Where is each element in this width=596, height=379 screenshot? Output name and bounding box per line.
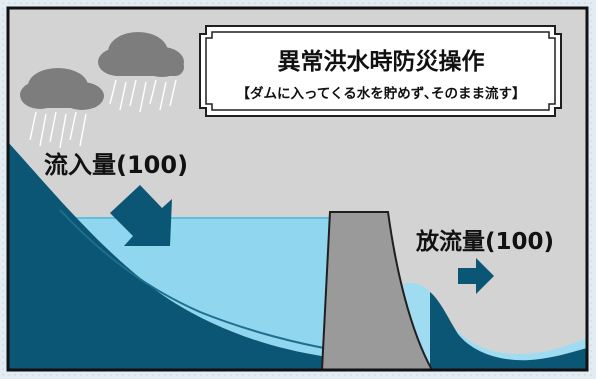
rain-streak	[169, 79, 177, 107]
rain-streak	[119, 81, 127, 111]
slope-contour	[59, 209, 336, 351]
rain-streak	[29, 111, 37, 141]
rain-streak	[79, 113, 87, 147]
rain-streak	[49, 111, 57, 143]
rain-streak	[69, 111, 77, 141]
mountain-slope	[8, 142, 335, 370]
rain	[29, 79, 177, 149]
cloud-left	[20, 68, 104, 110]
inflow-arrow	[110, 185, 172, 246]
rain-streak	[159, 81, 167, 111]
rain-streak	[129, 79, 137, 107]
cloud-right	[98, 32, 184, 77]
outflow-label: 放流量(100)	[415, 228, 554, 255]
outflow-arrow	[458, 258, 494, 294]
inflow-label: 流入量(100)	[44, 151, 188, 179]
river-bank	[430, 292, 587, 370]
rain-streak	[109, 79, 117, 105]
rain-streak	[149, 79, 157, 105]
title-frame: 異常洪水時防災操作 【ダムに入ってくる水を貯めず､そのまま流す】	[199, 25, 562, 117]
panel-border	[6, 6, 589, 372]
title-main: 異常洪水時防災操作	[278, 48, 485, 75]
title-sub: 【ダムに入ってくる水を貯めず､そのまま流す】	[237, 85, 526, 102]
rain-streak	[59, 113, 67, 149]
rain-streak	[139, 81, 147, 113]
rain-streak	[39, 113, 47, 147]
